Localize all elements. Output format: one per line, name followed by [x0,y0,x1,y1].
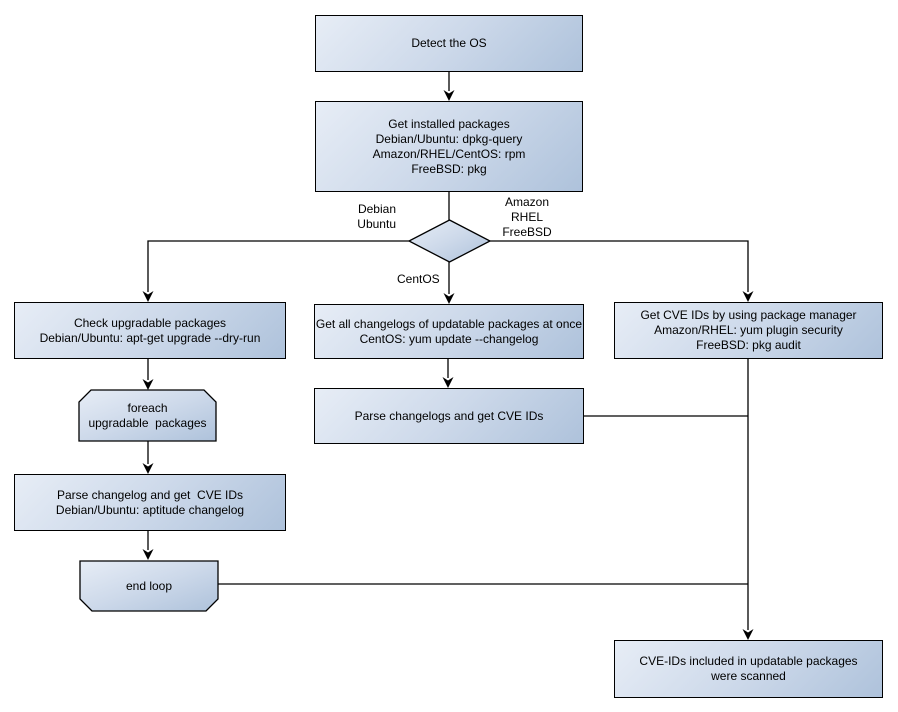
arrow-into-check-upgradable [142,291,154,302]
os-decision-diamond [407,219,492,263]
arrow-into-installed [443,90,455,101]
arrow-into-parse-mid [442,377,454,388]
node-get-all-changelogs: Get all changelogs of updatable packages… [314,304,584,359]
node-foreach-upgradable-packages: foreach upgradable packages [88,400,207,430]
arrow-into-get-all-changelogs [443,293,455,304]
node-detect-os-label: Detect the OS [411,36,487,50]
end-loop-shape [79,560,219,612]
node-check-upgradable-packages-label: Check upgradable packages Debian/Ubuntu:… [39,315,261,345]
foreach-loop-shape [78,389,217,442]
arrow-into-get-cve-right [742,291,754,302]
node-get-all-changelogs-label: Get all changelogs of updatable packages… [315,316,583,346]
edge-decision-amazon-rhel-freebsd [490,240,749,292]
node-get-cve-ids-package-manager-label: Get CVE IDs by using package manager Ama… [640,308,857,352]
arrow-into-parse-left [142,463,154,474]
node-parse-changelogs-get-cve-label: Parse changelogs and get CVE IDs [354,408,544,423]
node-get-cve-ids-package-manager: Get CVE IDs by using package manager Ama… [614,302,883,359]
edge-label-debian-ubuntu: Debian Ubuntu [357,202,396,231]
node-detect-os: Detect the OS [315,15,583,72]
node-get-installed-packages-label: Get installed packages Debian/Ubuntu: dp… [372,116,526,176]
node-check-upgradable-packages: Check upgradable packages Debian/Ubuntu:… [14,302,286,359]
arrow-into-scanned [742,629,754,640]
edge-label-amazon-rhel-freebsd: Amazon RHEL FreeBSD [502,195,552,239]
node-parse-changelog-get-cve: Parse changelog and get CVE IDs Debian/U… [14,474,286,531]
node-parse-changelog-get-cve-label: Parse changelog and get CVE IDs Debian/U… [55,487,245,517]
node-parse-changelogs-get-cve: Parse changelogs and get CVE IDs [314,388,584,444]
node-cve-ids-scanned: CVE-IDs included in updatable packages w… [614,640,883,698]
edge-label-centos: CentOS [397,272,440,286]
node-end-loop: end loop [125,578,173,593]
arrow-into-foreach [142,379,154,390]
node-cve-ids-scanned-label: CVE-IDs included in updatable packages w… [639,654,858,683]
node-get-installed-packages: Get installed packages Debian/Ubuntu: dp… [315,101,583,192]
arrow-into-endloop [142,549,154,560]
edge-decision-debian-ubuntu [147,240,409,292]
